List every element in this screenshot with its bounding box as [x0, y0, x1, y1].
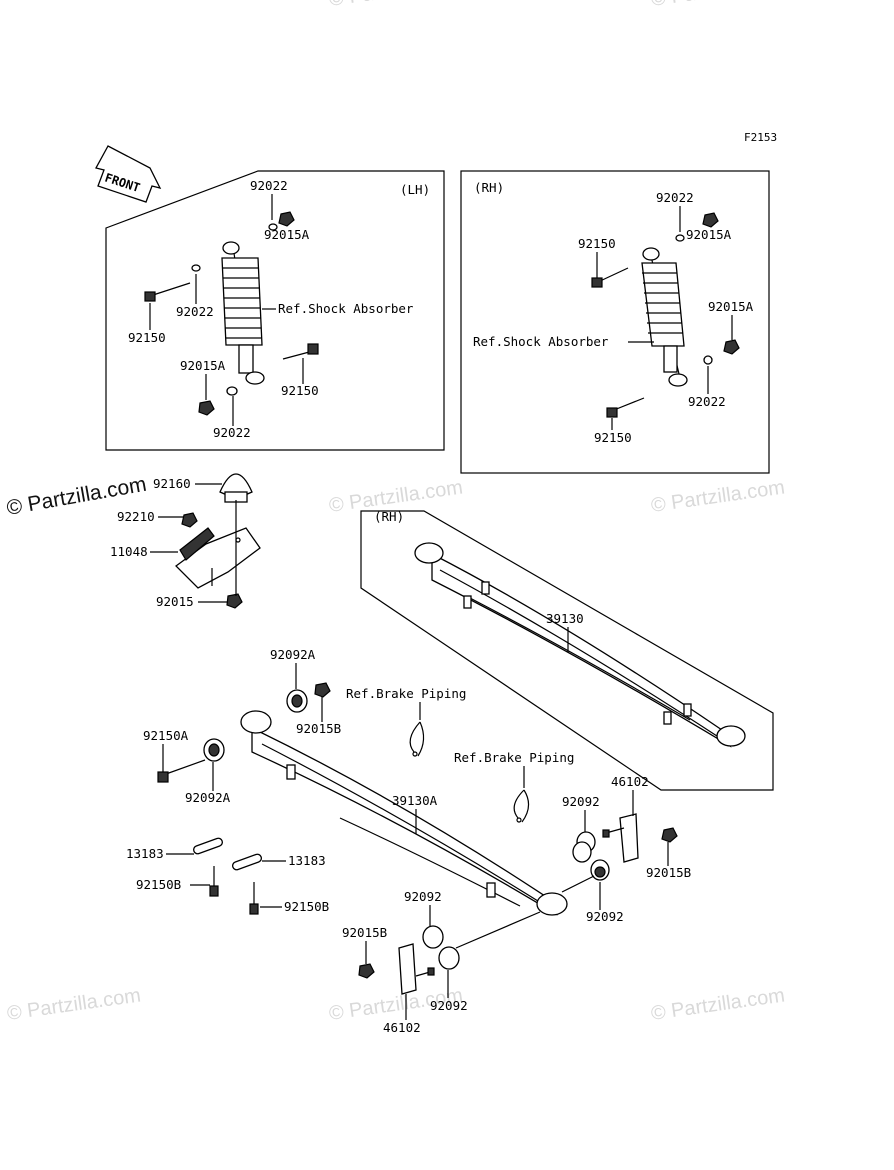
part-number: 92015A [180, 358, 226, 373]
ref-shock-absorber-rh: Ref.Shock Absorber [473, 334, 609, 349]
bolt-icon [144, 282, 191, 302]
nut-icon [358, 963, 375, 979]
front-arrow-icon: FRONT [95, 145, 162, 203]
part-number: 92022 [176, 304, 214, 319]
ref-brake-piping: Ref.Brake Piping [346, 686, 466, 701]
leaf-spring-lh [240, 710, 568, 916]
part-number: 92015 [156, 594, 194, 609]
watermark: © Partzilla.com [650, 476, 787, 517]
bolt-icon [157, 759, 206, 783]
watermark: © Partzilla.com [6, 984, 143, 1025]
part-number: 92150B [136, 877, 181, 892]
washer-icon [268, 223, 278, 231]
bolt-icon [209, 866, 219, 897]
part-number: 92092 [404, 889, 442, 904]
bump-stop-icon [219, 473, 253, 503]
part-number: 92015B [296, 721, 341, 736]
nut-icon [661, 827, 678, 843]
part-number: 92015B [342, 925, 387, 940]
part-number: 92160 [153, 476, 191, 491]
brake-clamp-icon [409, 721, 425, 757]
bushing-icon [286, 689, 308, 713]
part-number: 92150A [143, 728, 189, 743]
bracket-icon [175, 527, 261, 589]
part-number: 13183 [288, 853, 326, 868]
bushing-icon [203, 738, 225, 762]
nut-icon [198, 400, 215, 416]
part-number: 92022 [688, 394, 726, 409]
nut-icon [702, 212, 719, 228]
part-number: 92150 [281, 383, 319, 398]
nut-icon [181, 512, 198, 528]
part-number: 92015A [708, 299, 754, 314]
bushing-icon [438, 946, 460, 970]
rh-leaf-panel-label: (RH) [374, 509, 404, 524]
ref-shock-absorber-lh: Ref.Shock Absorber [278, 301, 414, 316]
leaf-spring-rh [414, 542, 746, 748]
bushing-icon [422, 925, 444, 949]
nut-icon [278, 211, 295, 227]
plate-icon [232, 853, 262, 871]
lh-panel-label: (LH) [400, 182, 430, 197]
rh-panel-label: (RH) [474, 180, 504, 195]
part-number: 92092 [586, 909, 624, 924]
part-number: 46102 [383, 1020, 421, 1035]
part-number: 92150 [594, 430, 632, 445]
washer-icon [191, 264, 201, 272]
part-number: 92150 [578, 236, 616, 251]
figure-code: F2153 [744, 131, 777, 144]
washer-icon [226, 386, 238, 396]
part-number: 11048 [110, 544, 148, 559]
shackle-icon [398, 943, 435, 995]
bolt-icon [249, 882, 259, 915]
rh-shock-absorber [641, 247, 688, 387]
part-number: 92015A [264, 227, 310, 242]
watermark: © Partzilla.com [650, 984, 787, 1025]
ref-brake-piping: Ref.Brake Piping [454, 750, 574, 765]
lh-panel-frame [105, 170, 445, 451]
part-number: 39130A [392, 793, 438, 808]
part-number: 46102 [611, 774, 649, 789]
part-number: 92092 [562, 794, 600, 809]
rh-panel-frame [460, 170, 770, 474]
nut-icon [314, 682, 331, 698]
shackle-icon [602, 813, 639, 863]
part-number: 92015B [646, 865, 691, 880]
bushing-icon [590, 859, 610, 881]
nut-icon [723, 339, 740, 355]
watermark: © Partzilla.com [328, 0, 465, 11]
part-number: 92210 [117, 509, 155, 524]
watermark: © Partzilla.com [650, 0, 787, 11]
washer-icon [675, 234, 685, 242]
part-number: 92150B [284, 899, 329, 914]
washer-icon [703, 355, 713, 365]
brake-clamp-icon [513, 789, 530, 823]
rh-leaf-panel-frame [360, 510, 774, 791]
part-number: 92092A [185, 790, 231, 805]
part-number: 13183 [126, 846, 164, 861]
part-number: 92150 [128, 330, 166, 345]
bolt-icon [282, 343, 319, 360]
plate-icon [193, 837, 223, 855]
nut-icon [226, 593, 243, 609]
bushing-icon [572, 831, 596, 863]
part-number: 92092A [270, 647, 316, 662]
bolt-icon [606, 397, 645, 418]
part-number: 92092 [430, 998, 468, 1013]
part-number: 92022 [213, 425, 251, 440]
part-number: 92022 [656, 190, 694, 205]
part-number: 92022 [250, 178, 288, 193]
part-number: 92015A [686, 227, 732, 242]
part-number: 39130 [546, 611, 584, 626]
lh-shock-absorber [221, 241, 265, 385]
